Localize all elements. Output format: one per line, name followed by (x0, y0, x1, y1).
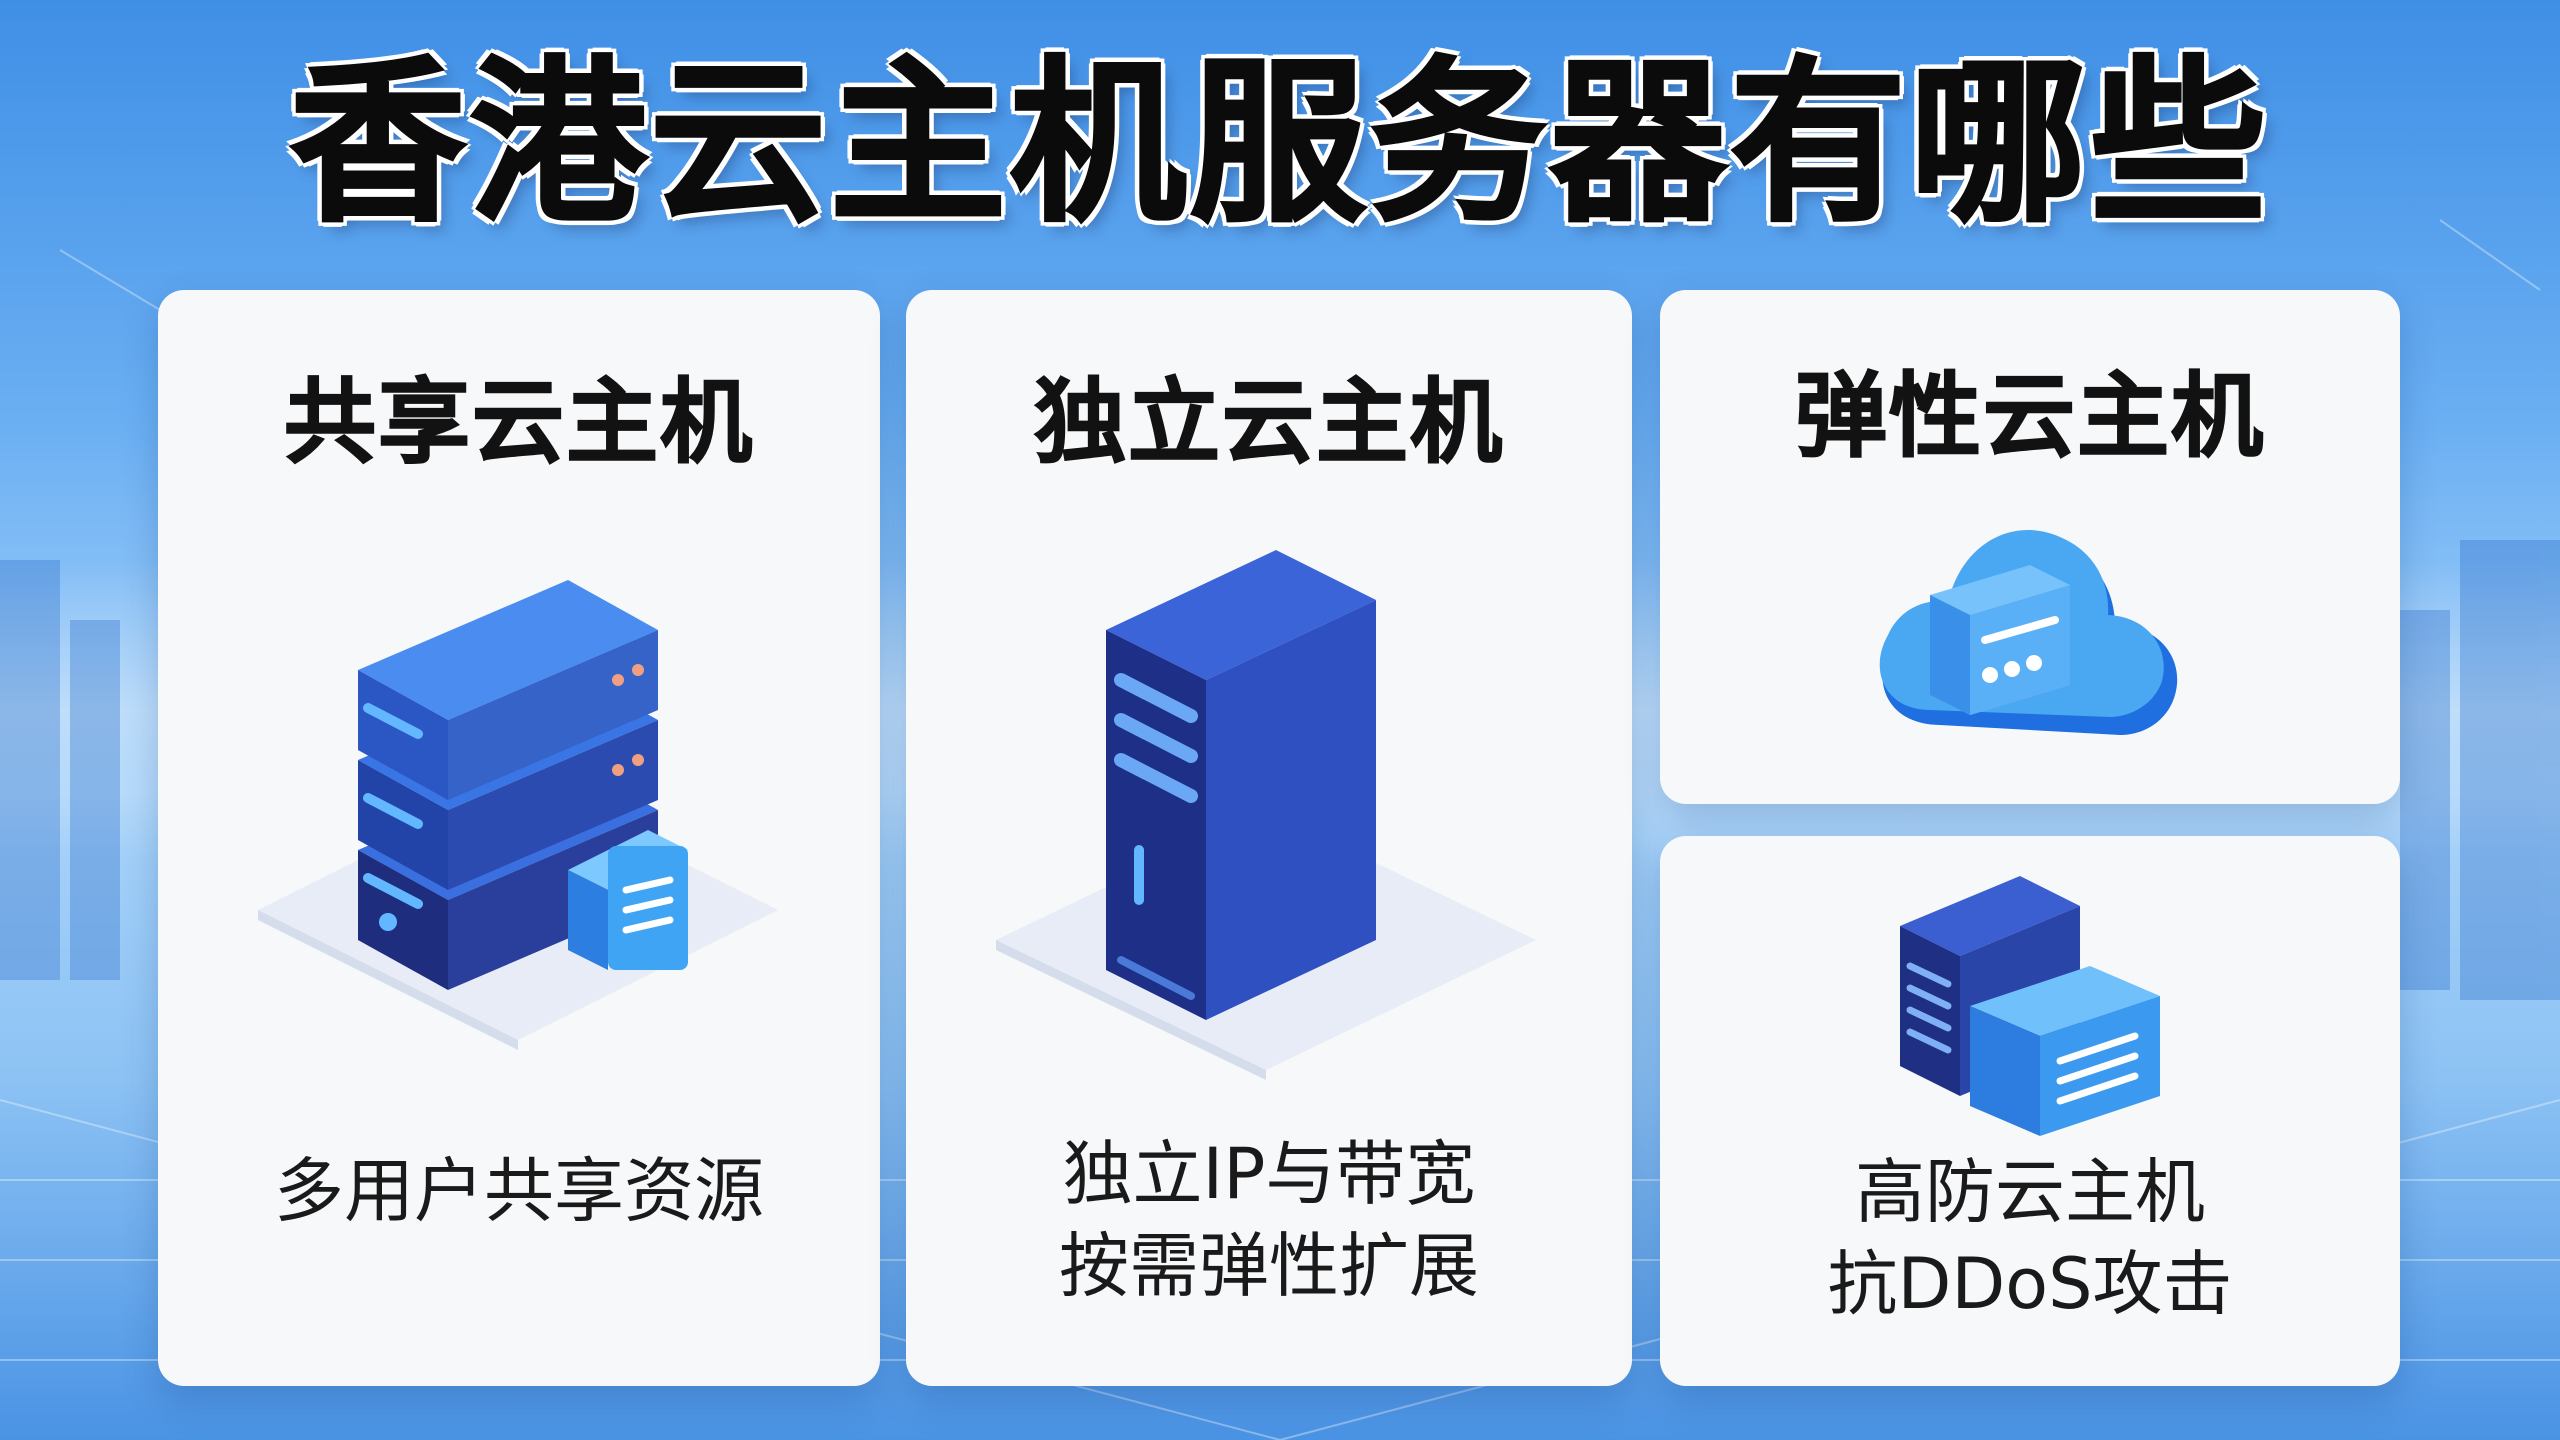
page-title: 香港云主机服务器有哪些 (288, 41, 2270, 246)
card-ddos-protected-host[interactable]: 高防云主机 抗DDoS攻击 (1660, 836, 2400, 1386)
card-title: 独立云主机 (1033, 368, 1504, 477)
description-line: 按需弹性扩展 (1059, 1225, 1479, 1308)
cloud-icon (1879, 529, 2178, 735)
card-title: 弹性云主机 (1794, 362, 2265, 471)
description-line: 独立IP与带宽 (1062, 1133, 1476, 1215)
tower-server-icon (996, 550, 1536, 1080)
card-description: 高防云主机 抗DDoS攻击 (1660, 1146, 2400, 1331)
card-description: 独立IP与带宽 按需弹性扩展 (906, 1128, 1632, 1313)
description-line: 多用户共享资源 (274, 1150, 764, 1232)
protected-server-icon (1900, 876, 2160, 1136)
stacked-server-icon (258, 580, 778, 1050)
card-title: 共享云主机 (283, 368, 754, 477)
card-description: 多用户共享资源 (158, 1145, 880, 1237)
card-dedicated-host[interactable]: 独立云主机 独立IP与带宽 按需弹性扩展 (906, 290, 1632, 1386)
card-elastic-host[interactable]: 弹性云主机 (1660, 290, 2400, 804)
card-shared-host[interactable]: 共享云主机 多用户共享资源 (158, 290, 880, 1386)
description-line: 抗DDoS攻击 (1827, 1243, 2233, 1326)
description-line: 高防云主机 (1855, 1151, 2205, 1233)
